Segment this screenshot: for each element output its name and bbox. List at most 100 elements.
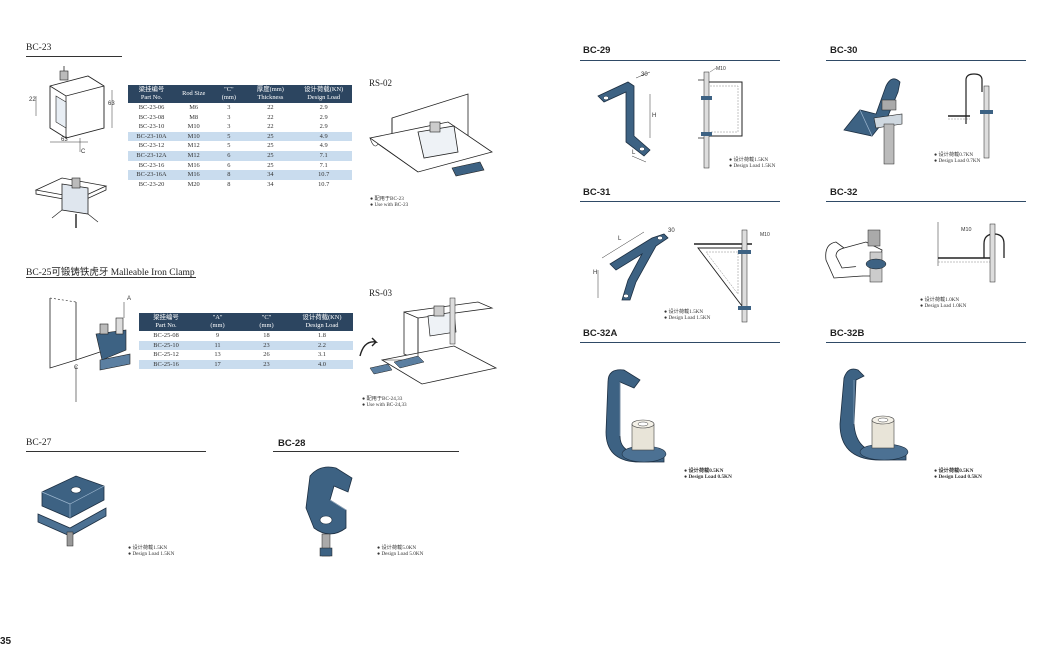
header-cn: 梁挂编号 bbox=[153, 314, 179, 321]
bc31-dim-m10: M10 bbox=[760, 232, 770, 238]
note-en: Design Load 1.0KN bbox=[924, 303, 967, 310]
header-cn: "A" bbox=[212, 314, 223, 321]
header-en: Part No. bbox=[155, 322, 177, 329]
note-cn: 设计荷载1.0KN bbox=[924, 297, 960, 303]
bc29-dim-l: L bbox=[632, 150, 636, 156]
header-cn: 梁挂编号 bbox=[138, 86, 165, 93]
table-cell: 22 bbox=[267, 113, 274, 121]
bc25-dim-a: A bbox=[127, 296, 132, 302]
rs02-title: RS-02 bbox=[369, 78, 393, 88]
bc31-rule bbox=[580, 201, 780, 202]
table-cell: 8 bbox=[212, 170, 246, 180]
table-cell: 25 bbox=[245, 131, 296, 142]
table-cell: 4.9 bbox=[319, 142, 328, 150]
note-en: Use with BC-24,33 bbox=[366, 402, 407, 409]
table-cell: 9 bbox=[215, 332, 220, 339]
rs02-note: ● 配用于BC-23 ● Use with BC-23 bbox=[370, 196, 409, 209]
bc23-title: BC-23 bbox=[26, 43, 52, 53]
note-en: Design Load 1.5KN bbox=[733, 163, 776, 170]
note-cn: 设计荷载0.5KN bbox=[938, 468, 974, 474]
bc32-title: BC-32 bbox=[830, 187, 858, 198]
note-en: Design Load 1.5KN bbox=[132, 551, 175, 558]
header-en: Design Load bbox=[305, 322, 339, 329]
bc31-section-drawing bbox=[694, 229, 752, 323]
table-cell: BC-25-08 bbox=[153, 332, 179, 339]
bc29-title: BC-29 bbox=[583, 45, 611, 56]
table-cell: BC-25-16 bbox=[139, 359, 194, 370]
bc32a-rule bbox=[580, 342, 780, 343]
table-cell: M20 bbox=[187, 180, 200, 188]
table-cell: M10 bbox=[175, 131, 213, 142]
table-cell: 3.1 bbox=[317, 351, 326, 359]
table-cell: BC-25-12 bbox=[153, 351, 179, 359]
header-cn: 厚度(mm) bbox=[256, 86, 284, 93]
header-en: Thickness bbox=[257, 94, 284, 101]
table-cell: 23 bbox=[242, 359, 291, 370]
bc31-dim-h: H bbox=[593, 270, 598, 276]
bc31-bracket-drawing bbox=[597, 231, 669, 301]
page-number: 35 bbox=[0, 636, 12, 647]
bc29-rule bbox=[580, 60, 780, 61]
bc31-dim-l: L bbox=[618, 236, 622, 242]
note-cn: 设计荷载1.5KN bbox=[668, 309, 704, 315]
table-cell: 4.0 bbox=[290, 359, 353, 370]
note-en: Design Load 5.0KN bbox=[381, 551, 424, 558]
rs03-title: RS-03 bbox=[369, 288, 393, 298]
table-cell: 8 bbox=[227, 180, 231, 188]
table-cell: 34 bbox=[267, 180, 274, 188]
bc29-section-drawing bbox=[698, 67, 743, 169]
table-cell: 2.9 bbox=[319, 104, 328, 111]
table-cell: M6 bbox=[189, 104, 199, 111]
table-cell: 25 bbox=[245, 150, 296, 161]
bc30-title: BC-30 bbox=[830, 45, 858, 56]
note-en: Design Load 0.7KN bbox=[938, 158, 981, 165]
note-en: Design Load 0.5KN bbox=[938, 474, 982, 481]
bc32-rule bbox=[826, 201, 1026, 202]
table-cell: BC-23-12A bbox=[128, 150, 176, 161]
table-cell: 2.9 bbox=[319, 123, 328, 131]
table-cell: M12 bbox=[175, 150, 213, 161]
table-cell: 3 bbox=[227, 123, 231, 131]
bc25-clamp-drawing bbox=[49, 297, 131, 402]
header-cell: 设计荷载(KN)Design Load bbox=[290, 313, 353, 331]
table-cell: 3 bbox=[227, 104, 231, 111]
header-cn: "C" bbox=[261, 314, 272, 321]
table-cell: 5 bbox=[227, 142, 231, 150]
table-cell: 3 bbox=[227, 113, 231, 121]
header-cell: Rod Size bbox=[175, 85, 213, 103]
table-cell: 2.9 bbox=[319, 113, 328, 121]
table-cell: 26 bbox=[263, 351, 270, 359]
table-cell: 10.7 bbox=[318, 180, 330, 188]
bc32-dim-m10: M10 bbox=[961, 227, 972, 233]
bc32-note: ● 设计荷载1.0KN ● Design Load 1.0KN bbox=[920, 297, 967, 310]
bc27-title: BC-27 bbox=[26, 438, 52, 448]
bc32a-note: ● 设计荷载0.5KN ● Design Load 0.5KN bbox=[684, 468, 732, 481]
table-cell: BC-23-08 bbox=[138, 113, 165, 121]
bc28-title: BC-28 bbox=[278, 438, 306, 449]
bc31-dim-30: 30 bbox=[668, 228, 675, 234]
bc32b-rule bbox=[826, 342, 1026, 343]
note-cn: 配用于BC-23 bbox=[374, 196, 404, 202]
table-cell: 22 bbox=[267, 104, 274, 111]
bc23-dim-63-bottom: 63 bbox=[61, 137, 68, 143]
header-cell: 设计荷载(KN)Design Load bbox=[295, 85, 352, 103]
bc30-rule bbox=[826, 60, 1026, 61]
header-cell: "A"(mm) bbox=[193, 313, 242, 331]
bc32-section-drawing bbox=[937, 222, 1005, 283]
bc32a-title: BC-32A bbox=[583, 328, 618, 339]
header-en: (mm) bbox=[210, 322, 225, 329]
table-cell: BC-23-16 bbox=[138, 161, 165, 169]
bc32b-note: ● 设计荷载0.5KN ● Design Load 0.5KN bbox=[934, 468, 982, 481]
bc32b-drawing bbox=[839, 368, 909, 461]
